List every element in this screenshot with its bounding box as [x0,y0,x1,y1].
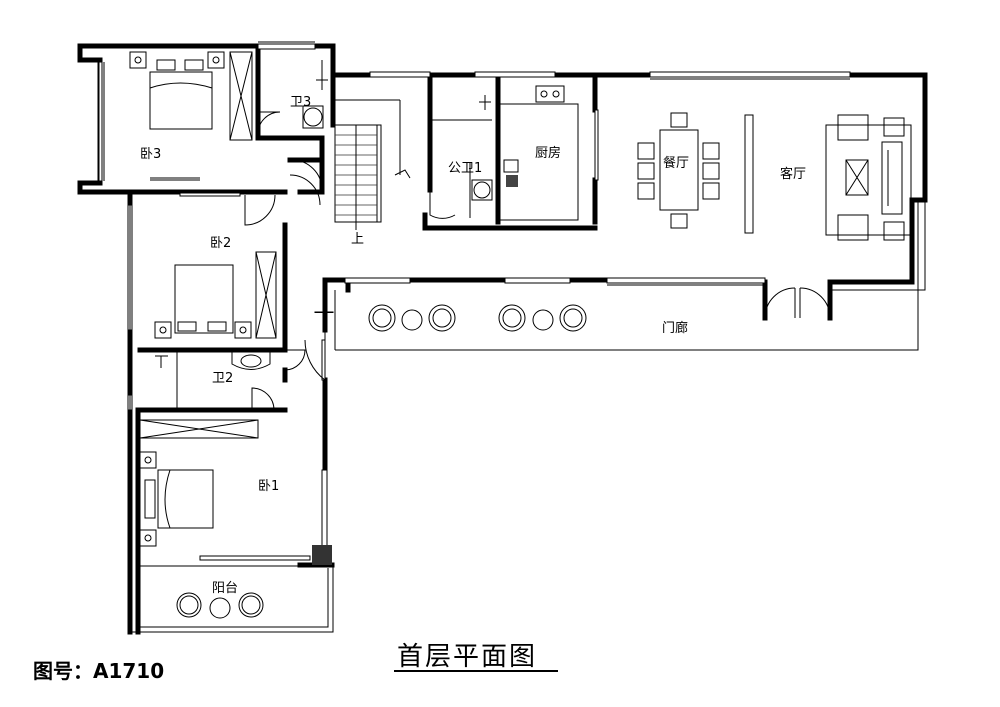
label-bathroom2: 卫2 [212,371,233,386]
kitchen-fixtures [499,85,579,221]
living-furniture [825,114,912,241]
label-bedroom2: 卧2 [210,236,231,251]
dining-furniture [637,112,720,229]
bedroom3-furniture [129,51,253,181]
partition-screen [744,114,754,234]
bedroom1-furniture [139,419,259,547]
label-stair-up: 上 [351,232,364,247]
drawing-number: 图号：A1710 [33,659,165,683]
title-underline [394,670,558,672]
staircase [333,99,411,230]
label-kitchen: 厨房 [535,145,561,161]
label-dining: 餐厅 [663,155,689,171]
label-bedroom1: 卧1 [258,479,279,494]
public-bath-fixtures [432,95,493,218]
label-porch: 门廊 [662,320,688,336]
label-living: 客厅 [780,166,806,182]
room-labels: 卧3 卫3 卧2 卫2 卧1 阳台 公卫1 厨房 餐厅 客厅 门廊 上 [140,95,806,596]
drawing-title: 首层平面图 [397,642,538,672]
label-bedroom3: 卧3 [140,147,161,162]
bedroom2-furniture [154,251,277,339]
label-bathroom3: 卫3 [290,95,311,110]
bathroom2-fixtures [155,351,271,408]
label-balcony: 阳台 [212,581,238,596]
doors [244,111,831,411]
bathroom3-fixtures [302,60,328,129]
balcony-furniture [176,592,264,619]
outlines [129,192,926,633]
walls [77,43,928,635]
label-public-bath: 公卫1 [448,161,482,176]
porch-furniture [368,304,587,332]
